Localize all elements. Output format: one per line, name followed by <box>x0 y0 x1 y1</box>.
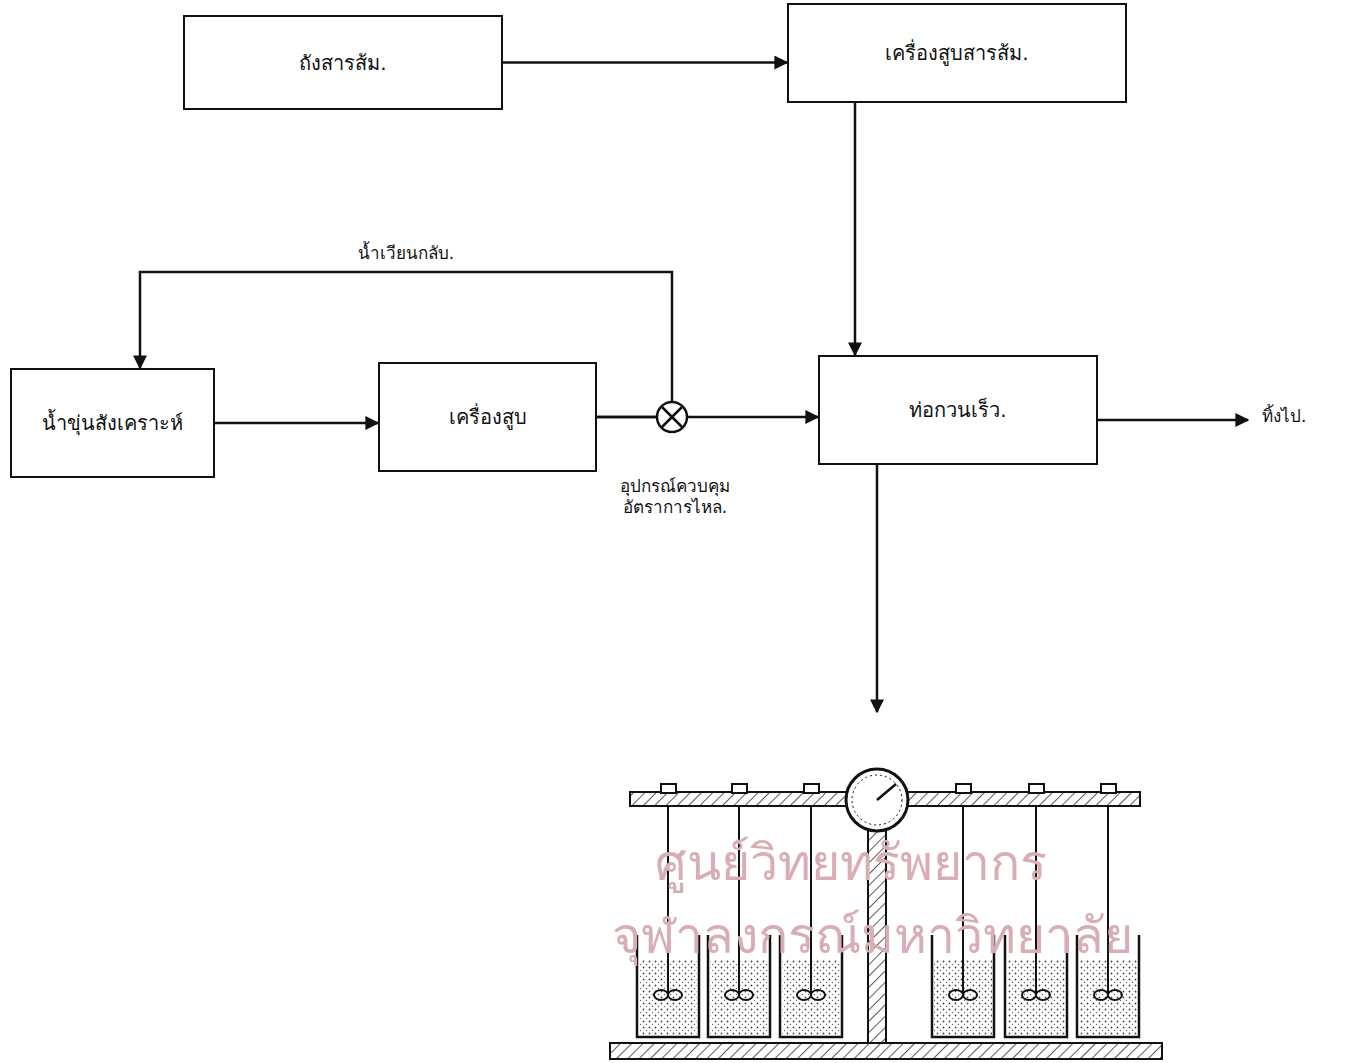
note-label: ทิ้งไป. <box>1262 406 1306 427</box>
watermark: จุฬาลงกรณ์มหาวิทยาลัย <box>612 905 1133 968</box>
process-box: ถังสารส้ม. <box>183 15 503 110</box>
flow-arrow <box>854 103 857 355</box>
box-label: ท่อกวนเร็ว. <box>905 394 1010 426</box>
gauge-needle <box>877 784 896 800</box>
note-label: อุปกรณ์ควบคุม อัตราการไหล. <box>610 476 740 519</box>
process-box: ท่อกวนเร็ว. <box>818 355 1098 465</box>
flow-arrow <box>503 61 787 64</box>
process-box: เครื่องสูบ <box>378 362 597 472</box>
flow-control-valve <box>657 402 687 432</box>
to-jar-test-arrow <box>876 465 879 712</box>
edge-label: น้ำเวียนกลับ. <box>355 243 457 264</box>
box-label: ถังสารส้ม. <box>295 47 390 79</box>
discharge-arrow <box>1098 419 1248 422</box>
box-label: เครื่องสูบ <box>445 401 531 433</box>
flow-arrow <box>215 422 378 425</box>
box-label: น้ำขุ่นสังเคราะห์ <box>38 407 187 439</box>
process-box: เครื่องสูบสารส้ม. <box>787 3 1127 103</box>
box-label: เครื่องสูบสารส้ม. <box>881 37 1032 69</box>
apparatus-base <box>610 1043 1162 1059</box>
watermark: ศูนย์วิทยทรัพยากร <box>655 832 1047 895</box>
process-box: น้ำขุ่นสังเคราะห์ <box>10 368 215 478</box>
speed-gauge <box>846 769 908 831</box>
